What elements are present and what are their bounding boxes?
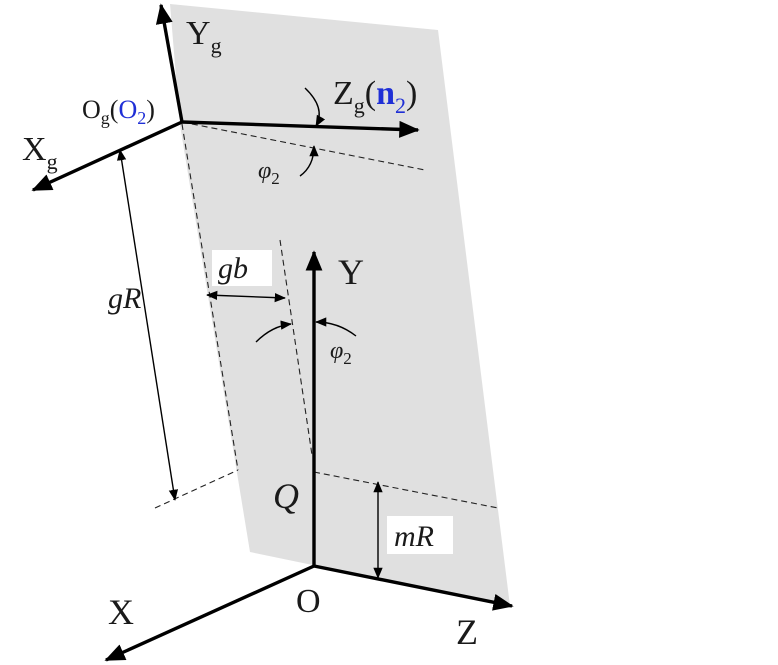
xg-axis <box>31 120 183 192</box>
gR-dimension-arrow <box>116 149 179 501</box>
gb-label-box <box>212 250 272 286</box>
phi-mid-angle-arrow-left <box>255 320 292 343</box>
gR-label: gR <box>108 282 141 315</box>
mR-label-box <box>387 516 453 554</box>
mR-label: mR <box>394 520 434 553</box>
z-axis-label: Z <box>456 612 478 652</box>
phi-mid-label: φ2 <box>330 338 352 368</box>
phi-top-angle-arrow-upper <box>304 87 326 127</box>
dashed-line-gR-bottom <box>154 469 239 509</box>
zg-axis <box>181 120 420 138</box>
yg-axis <box>155 3 184 123</box>
phi-top-angle-arrow-lower <box>299 145 319 177</box>
zg-label: Zg(n2) <box>333 75 417 118</box>
phi-mid-angle-arrow-right <box>315 317 357 337</box>
z-axis <box>313 564 514 611</box>
yg-label: Yg <box>186 15 222 58</box>
dashed-line-q-level <box>313 471 499 509</box>
gb-label: gb <box>218 252 248 285</box>
inclined-plane <box>170 4 510 606</box>
dashed-line-gb-right <box>279 239 313 456</box>
y-axis-label: Y <box>338 252 364 292</box>
x-axis-label: X <box>108 592 134 632</box>
gb-dimension-arrow <box>206 290 286 303</box>
q-point-label: Q <box>273 476 299 516</box>
xg-label: Xg <box>22 131 58 174</box>
og-label: Og(O2) <box>82 95 155 128</box>
x-axis <box>104 564 315 662</box>
dashed-line-phi-top <box>181 121 426 171</box>
origin-label: O <box>296 583 321 620</box>
phi-top-label: φ2 <box>258 158 280 188</box>
